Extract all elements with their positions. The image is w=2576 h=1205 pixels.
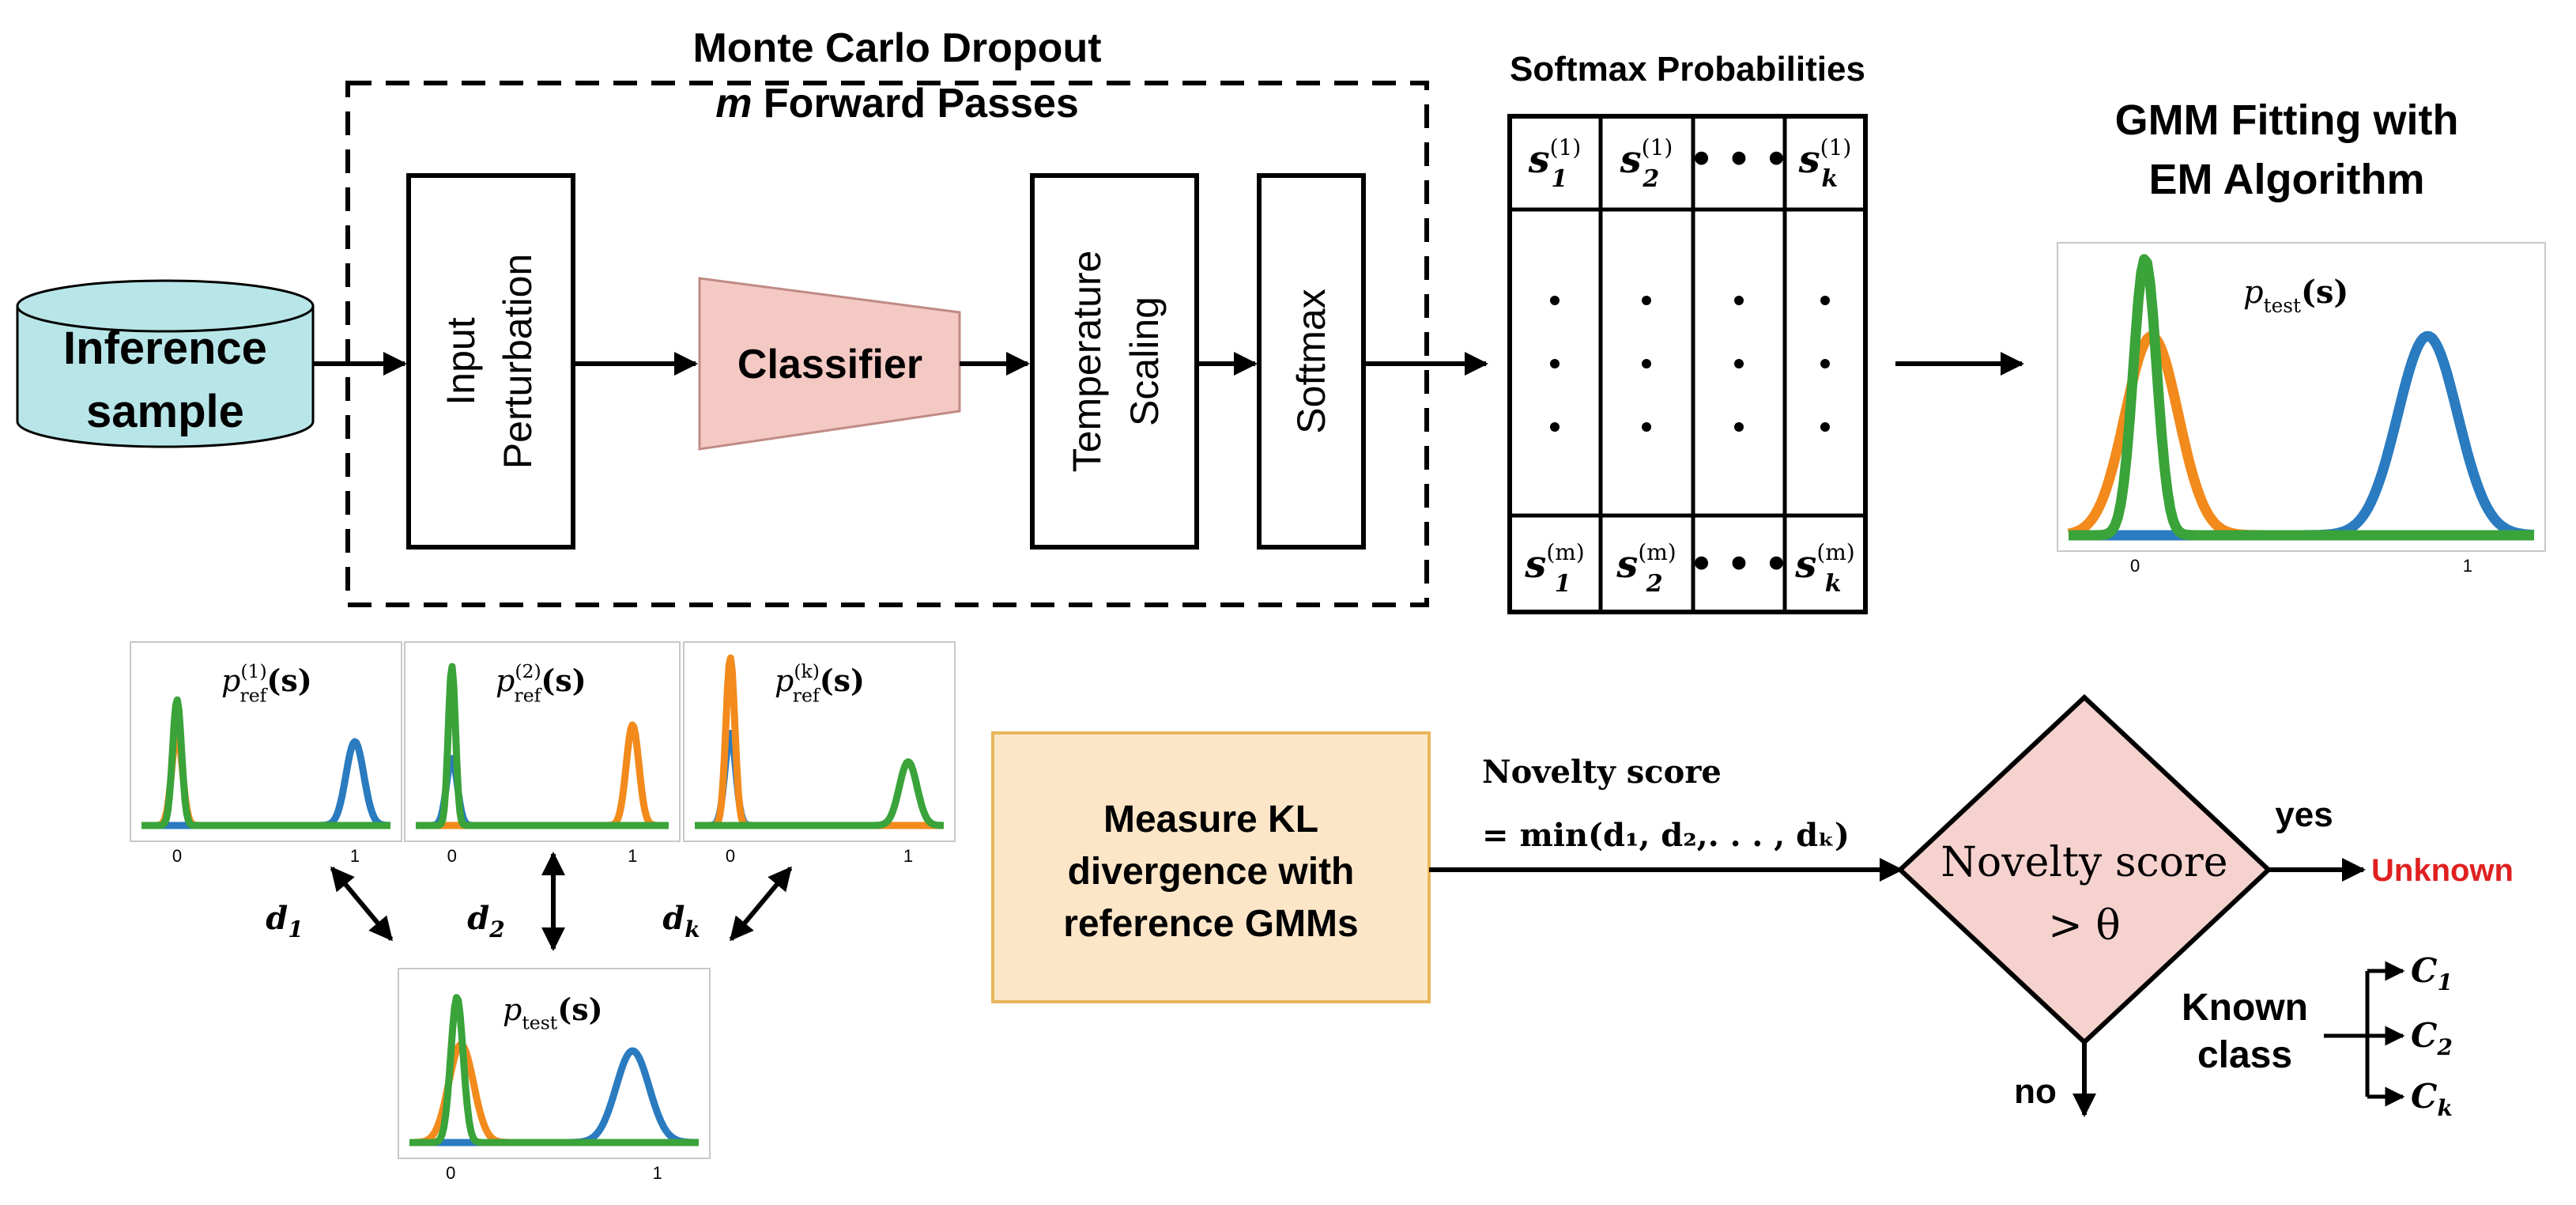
known-class-line1: Known xyxy=(2182,987,2308,1029)
ellipsis-dot xyxy=(1734,422,1744,432)
reference-plots: 0 1 p(1)ref(s) 0 1 p(2)ref(s) 0 1 p(k)ref(s) xyxy=(130,641,956,866)
tick-1: 1 xyxy=(903,846,913,866)
prob-cell: s(1)1 xyxy=(1528,134,1582,193)
no-branch: no xyxy=(2014,1042,2096,1117)
softmax-block: Softmax xyxy=(1257,173,1366,550)
density-plot: 0 1 p(k)ref(s) xyxy=(683,641,956,866)
softmax-label: Softmax xyxy=(1289,289,1333,433)
known-class-section: Known class C1 C2 Ck xyxy=(2182,951,2453,1121)
mc-dropout-subtitle: m Forward Passes xyxy=(715,81,1079,127)
class-c1: C1 xyxy=(2411,951,2453,995)
ellipsis-dot xyxy=(1820,296,1830,305)
plot-label: ptest(s) xyxy=(2243,274,2348,317)
input-perturbation-line2: Perturbation xyxy=(496,254,540,469)
green-gaussian xyxy=(2066,254,2536,541)
tick-1: 1 xyxy=(653,1163,662,1183)
ellipsis-dot xyxy=(1734,296,1744,305)
green-gaussian xyxy=(139,696,393,829)
classifier-label: Classifier xyxy=(737,342,922,387)
density-plot: 0 1 ptest(s) xyxy=(2057,242,2546,576)
tick-0: 0 xyxy=(447,846,457,866)
distance-dk: dk xyxy=(662,900,700,942)
green-gaussian xyxy=(407,994,701,1146)
mc-dropout-title: Monte Carlo Dropout xyxy=(692,25,1101,71)
tick-1: 1 xyxy=(628,846,637,866)
plot-label: ptest(s) xyxy=(503,992,603,1033)
ellipsis-dot xyxy=(1642,422,1651,432)
prob-row-first: s(1)1 s(1)2 • • •s(1)k xyxy=(1528,134,1852,193)
tick-0: 0 xyxy=(726,846,735,866)
prob-vertical-dots xyxy=(1550,296,1830,432)
gmm-title-line1: GMM Fitting with xyxy=(2115,96,2459,144)
gmm-fitting-section: GMM Fitting with EM Algorithm 0 1 ptest(s) xyxy=(2057,96,2546,576)
density-plot: 0 1 p(2)ref(s) xyxy=(404,641,681,866)
mc-dropout-region: Monte Carlo Dropout m Forward Passes xyxy=(345,25,1429,607)
known-class-line2: class xyxy=(2197,1034,2292,1076)
plot-label: p(2)ref(s) xyxy=(496,660,586,706)
class-c2: C2 xyxy=(2411,1016,2453,1060)
classifier-block: Classifier xyxy=(698,277,961,451)
kl-line2: divergence with xyxy=(1068,851,1355,893)
decision-line1: Novelty score xyxy=(1940,839,2227,886)
kl-line1: Measure KL xyxy=(1103,799,1318,840)
tick-0: 0 xyxy=(172,846,182,866)
input-perturbation-block: Input Perturbation xyxy=(406,173,575,550)
ellipsis-dot xyxy=(1820,359,1830,368)
no-label: no xyxy=(2014,1072,2057,1111)
unknown-label: Unknown xyxy=(2371,853,2514,888)
gmm-test-plot: 0 1 ptest(s) xyxy=(2057,242,2546,576)
ellipsis-dot xyxy=(1550,422,1560,432)
prob-cell: • • • xyxy=(1689,542,1788,587)
ellipsis-dot xyxy=(1734,359,1744,368)
distance-d2: d2 xyxy=(467,900,504,942)
distance-arrows xyxy=(330,852,793,951)
yes-label: yes xyxy=(2275,795,2333,834)
temperature-scaling-block: Temperature Scaling xyxy=(1030,173,1199,550)
ellipsis-dot xyxy=(1820,422,1830,432)
test-plot-bottom: 0 1 ptest(s) xyxy=(398,968,711,1183)
novelty-score-arrow: Novelty score = min(d₁, d₂,. . . , dₖ) xyxy=(1429,754,1903,882)
inference-line1: Inference xyxy=(63,323,267,374)
plot-label: p(k)ref(s) xyxy=(775,660,865,706)
prob-cell: s(m)1 xyxy=(1524,539,1584,598)
ellipsis-dot xyxy=(1550,359,1560,368)
prob-row-last: s(m)1 s(m)2 • • •s(m)k xyxy=(1524,539,1854,598)
kl-divergence-box: Measure KL divergence with reference GMM… xyxy=(991,731,1431,1003)
inference-line2: sample xyxy=(86,386,244,437)
tick-1: 1 xyxy=(350,846,360,866)
distance-labels: d1 d2 dk xyxy=(266,900,700,942)
yes-branch: yes Unknown xyxy=(2269,795,2514,888)
kl-line3: reference GMMs xyxy=(1063,903,1358,945)
gmm-title-line2: EM Algorithm xyxy=(2149,156,2425,203)
tick-0: 0 xyxy=(446,1163,455,1183)
prob-cell: s(1)k xyxy=(1798,134,1852,193)
green-gaussian xyxy=(692,758,946,829)
inference-sample-cylinder: Inference sample xyxy=(16,279,315,448)
ellipsis-dot xyxy=(1642,296,1651,305)
density-plot: 0 1 p(1)ref(s) xyxy=(130,641,402,866)
input-perturbation-line1: Input xyxy=(439,317,483,405)
prob-cell: • • • xyxy=(1689,138,1788,182)
plot-label: p(1)ref(s) xyxy=(221,660,312,706)
prob-cell: s(m)2 xyxy=(1616,539,1676,598)
ellipsis-dot xyxy=(1642,359,1651,368)
green-gaussian xyxy=(413,663,671,829)
prob-cell: s(1)2 xyxy=(1620,134,1673,193)
density-plot: 0 1 ptest(s) xyxy=(398,968,711,1183)
temperature-line2: Scaling xyxy=(1122,297,1167,426)
novelty-label-line1: Novelty score xyxy=(1482,754,1722,791)
novelty-label-line2: = min(d₁, d₂,. . . , dₖ) xyxy=(1482,817,1850,854)
softmax-probabilities-title: Softmax Probabilities xyxy=(1510,50,1865,89)
prob-cell: s(m)k xyxy=(1794,539,1854,598)
distance-d1: d1 xyxy=(266,900,303,942)
ellipsis-dot xyxy=(1550,296,1560,305)
tick-0: 0 xyxy=(2130,556,2140,576)
temperature-line1: Temperature xyxy=(1065,251,1109,473)
class-ck: Ck xyxy=(2411,1077,2453,1121)
decision-line2: > θ xyxy=(2048,902,2120,950)
tick-1: 1 xyxy=(2463,556,2472,576)
